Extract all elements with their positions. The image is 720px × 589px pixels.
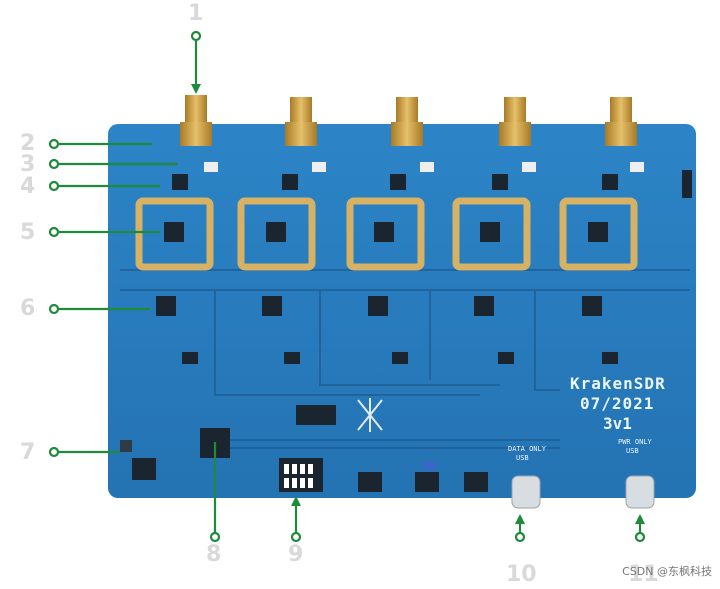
callout-arrows [48,30,646,543]
callout-5: 5 [20,220,36,245]
callout-3: 3 [20,152,36,177]
pcb-board [108,124,696,498]
board-title: KrakenSDR [570,374,666,393]
callout-6: 6 [20,296,36,321]
lna-chips [172,174,618,190]
callout-8: 8 [206,542,222,567]
callout-9: 9 [288,542,304,567]
data-usb-label: USB [516,454,529,462]
sma-connector-3 [391,97,423,146]
inductor [120,440,132,452]
callout-11: 11 [628,562,659,587]
rtl-chips [156,296,602,316]
tuner-frame-4 [452,197,531,271]
board-version: 3v1 [603,414,632,433]
tuner-frame-2 [237,197,316,271]
watermark: CSDN @东枫科技 [622,565,712,578]
pwr-usb-label: USB [626,447,639,455]
crystal [424,462,436,470]
sma-connector-5 [605,97,637,146]
smd-passives [204,162,644,172]
callout-4: 4 [20,174,36,199]
header-pins [682,170,692,198]
usb-c-data-port [511,475,541,509]
sma-connectors [180,95,637,146]
noise-source-chips [296,405,336,425]
eeprom-chips [182,352,618,364]
power-chip [132,458,156,480]
callout-7: 7 [20,440,36,465]
tuner-frame-5 [559,197,638,271]
board-date: 07/2021 [580,394,655,413]
data-only-label: DATA ONLY [508,445,546,453]
pwr-only-label: PWR ONLY [618,438,652,446]
sma-connector-4 [499,97,531,146]
tuner-shield-frames [135,197,638,271]
callout-1: 1 [188,1,204,26]
voltage-regulators [358,472,488,492]
tuner-frame-3 [346,197,425,271]
star-marking [357,398,383,432]
tuner-frame-1 [135,197,214,271]
sma-connector-1 [180,95,212,146]
dip-switch-levers [284,464,313,488]
usb-c-power-port [625,475,655,509]
callout-10: 10 [506,562,537,587]
callout-2: 2 [20,131,36,156]
sma-connector-2 [285,97,317,146]
tuner-chips [164,222,608,242]
